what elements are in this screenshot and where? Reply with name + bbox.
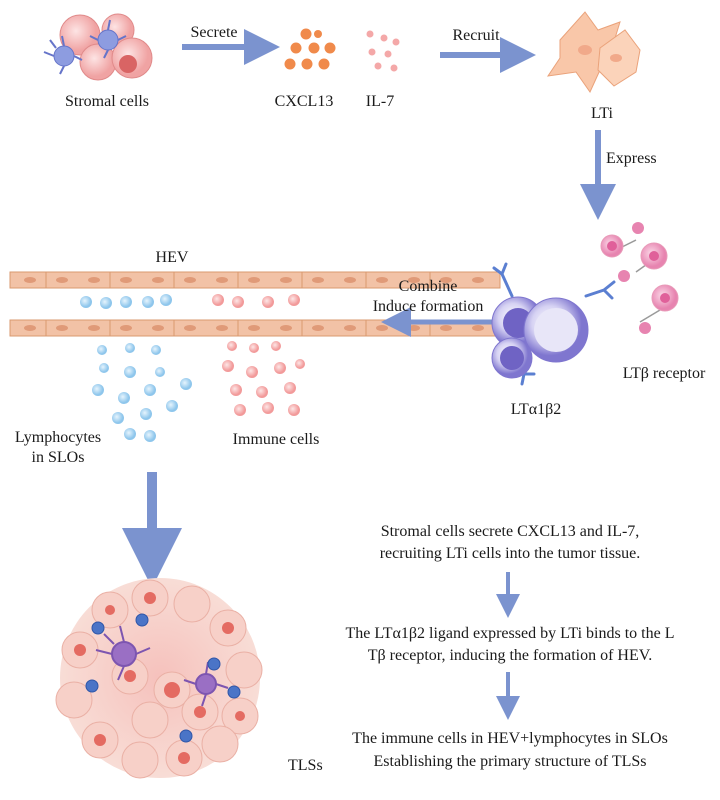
il7-label: IL-7: [366, 93, 394, 110]
tls-label: TLSs: [288, 757, 323, 774]
cxcl13-molecules-icon: [284, 28, 336, 70]
summary-step3-line1: The immune cells in HEV+lymphocytes in S…: [352, 730, 668, 747]
tls-cluster-icon: [55, 578, 263, 779]
ligand-label: LTα1β2: [511, 401, 562, 418]
lti-cells-icon: [546, 11, 641, 94]
lti-ligand-cells-icon: [491, 262, 616, 386]
lti-label: LTi: [591, 105, 614, 122]
stromal-cells-icon: [43, 13, 153, 81]
induce-formation-label: Induce formation: [373, 298, 484, 315]
combine-label: Combine: [399, 278, 458, 295]
hev-vessel: [9, 271, 501, 337]
summary-step2-line1: The LTα1β2 ligand expressed by LTi binds…: [346, 625, 675, 642]
summary-step3-line2: Establishing the primary structure of TL…: [374, 753, 647, 770]
summary-step2-line2: Tβ receptor, inducing the formation of H…: [368, 647, 652, 664]
lymphocytes-label-line1: Lymphocytes: [15, 429, 101, 446]
summary-step1-line2: recruiting LTi cells into the tumor tiss…: [380, 545, 641, 562]
secrete-label: Secrete: [190, 24, 237, 41]
ltb-receptor-label: LTβ receptor: [623, 365, 706, 382]
immune-cells-icon: [212, 294, 305, 416]
hev-label: HEV: [156, 249, 189, 266]
summary-step1-line1: Stromal cells secrete CXCL13 and IL-7,: [381, 523, 640, 540]
lymphocytes-label-line2: in SLOs: [32, 449, 85, 466]
stromal-cells-label: Stromal cells: [65, 93, 149, 110]
recruit-label: Recruit: [452, 27, 500, 44]
il7-molecules-icon: [366, 30, 400, 72]
immune-cells-label: Immune cells: [233, 431, 320, 448]
ltb-receptor-cells-icon: [600, 222, 679, 334]
cxcl13-label: CXCL13: [275, 93, 334, 110]
lymphocytes-icon: [80, 294, 192, 442]
express-label: Express: [606, 150, 657, 167]
